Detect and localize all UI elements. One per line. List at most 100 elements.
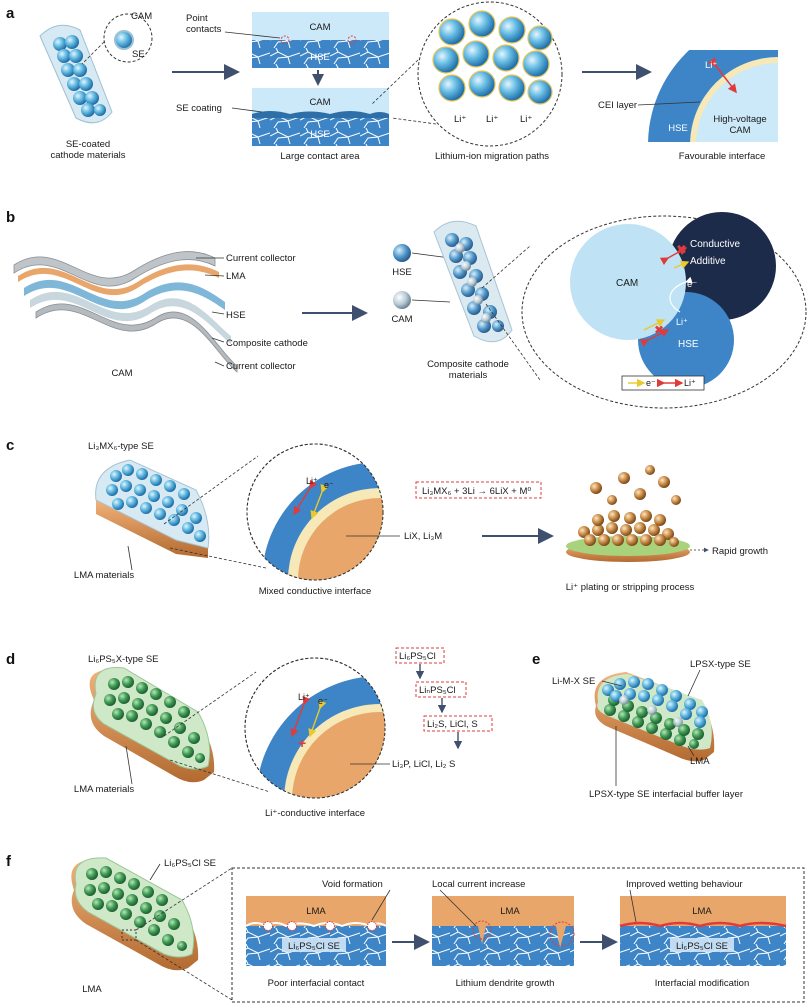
caption-d-interface: Li⁺-conductive interface (265, 808, 365, 819)
label-li-interface: Li⁺ (705, 60, 717, 71)
label-current-collector-top: Current collector (226, 253, 296, 264)
label-c-reaction: Li₃MX₆ + 3Li → 6LiX + M⁰ (422, 486, 531, 497)
caption-large-contact: Large contact area (280, 151, 360, 162)
reaction-box (415, 481, 542, 499)
legend-electron: e⁻ (646, 378, 656, 388)
label-f-se: Li₆PS₅Cl SE (164, 858, 216, 869)
chain-box-3 (423, 715, 493, 732)
migration-zoom (417, 1, 563, 147)
label-f-lma3: LMA (692, 906, 712, 917)
label-hse-bottom: HSE (310, 129, 330, 140)
lma-block-1 (246, 896, 386, 926)
caption-composite-1: Composite cathode (427, 359, 509, 370)
coated-particle (114, 30, 134, 50)
label-se: SE (132, 49, 145, 60)
lma-disk-f (71, 857, 199, 971)
label-d-lma-materials: LMA materials (74, 784, 134, 795)
mixed-interface-graphic (262, 462, 383, 580)
caption-f-poor: Poor interfacial contact (268, 978, 365, 989)
panel-b-label: b (6, 209, 15, 226)
label-f-lma2: LMA (500, 906, 520, 917)
caption-composite-2: materials (449, 370, 488, 381)
label-additive: Additive (690, 256, 726, 267)
label-chain-1: Li₆PS₅Cl (399, 651, 436, 662)
zoom-circle (103, 13, 153, 63)
label-hse: HSE (226, 310, 246, 321)
label-d-products: Li₃P, LiCl, Li₂ S (392, 759, 455, 770)
label-f-lma: LMA (82, 984, 102, 995)
label-d-se-type: Li₆PS₅X-type SE (88, 654, 159, 665)
label-conductive: Conductive (690, 239, 740, 250)
panel-d-label: d (6, 651, 15, 668)
label-hse-circle: HSE (678, 339, 699, 350)
cam-ball-icon (393, 291, 411, 309)
label-cam-top: CAM (309, 22, 330, 33)
panel-f: f Li₆PS₅Cl SE LMA LMA Li₆PS₅Cl SE Void f… (6, 853, 805, 1003)
panel-f-zoom-frame (231, 867, 805, 1003)
label-hse-ball: HSE (392, 267, 412, 278)
label-cam-circle: CAM (616, 278, 638, 289)
chain-box-1 (395, 647, 445, 664)
label-li-1: Li⁺ (454, 114, 466, 125)
label-e-limx: Li-M-X SE (552, 676, 595, 687)
label-cam: CAM (131, 11, 152, 22)
sse-block-2 (432, 926, 574, 966)
label-li-small: Li⁺ (676, 317, 688, 327)
caption-favourable: Favourable interface (679, 151, 766, 162)
label-li-3: Li⁺ (520, 114, 532, 125)
panel-c: c Li₃MX₆-type SE LMA materials Li⁺ e⁻ Li… (6, 437, 768, 597)
panel-f-label: f (6, 853, 12, 870)
label-c-li: Li⁺ (306, 476, 318, 486)
label-point-contacts-1: Point (186, 13, 208, 24)
label-e-lpsx: LPSX-type SE (690, 659, 751, 670)
label-d-li: Li⁺ (298, 692, 310, 702)
panel-c-label: c (6, 437, 14, 454)
hse-layer-top (252, 40, 389, 68)
svg-text:✖: ✖ (676, 242, 687, 257)
label-cam-ball: CAM (391, 314, 412, 325)
panel-a-label: a (6, 5, 15, 22)
label-hse-top: HSE (310, 52, 330, 63)
caption-f-modification: Interfacial modification (655, 978, 750, 989)
dendrite-disk (566, 465, 690, 562)
caption-e-buffer: LPSX-type SE interfacial buffer layer (589, 789, 743, 800)
migration-particles (432, 10, 553, 105)
label-c-products: LiX, Li₃M (404, 531, 442, 542)
favourable-interface-graphic (648, 50, 778, 142)
label-cei-layer: CEI layer (598, 100, 637, 111)
label-current-collector-bottom: Current collector (226, 361, 296, 372)
label-li-2: Li⁺ (486, 114, 498, 125)
lma-disk-d (89, 667, 215, 783)
label-lma: LMA (226, 271, 246, 282)
label-hv-cam-1: High-voltage (713, 114, 766, 125)
panel-e-label: e (532, 651, 540, 668)
caption-f-dendrite: Lithium dendrite growth (456, 978, 555, 989)
label-cam-bottom: CAM (309, 97, 330, 108)
label-chain-3: Li₂S, LiCl, S (427, 719, 478, 730)
panel-b: b Current collector LMA HSE Composite ca… (6, 209, 807, 409)
caption-migration: Lithium-ion migration paths (435, 151, 549, 162)
label-c-rapid-growth: Rapid growth (712, 546, 768, 557)
svg-text:✖: ✖ (654, 323, 664, 337)
hse-ball-icon (393, 244, 411, 262)
hse-layer-bottom (252, 118, 389, 146)
label-composite-cathode: Composite cathode (226, 338, 308, 349)
lma-block-2 (432, 896, 574, 926)
label-e-lma: LMA (690, 756, 710, 767)
label-c-e: e⁻ (324, 480, 334, 490)
cam-circle (570, 224, 686, 340)
label-d-e: e⁻ (318, 696, 328, 706)
label-c-lma-materials: LMA materials (74, 570, 134, 581)
caption-plating: Li⁺ plating or stripping process (566, 582, 695, 593)
chain-box-2 (415, 681, 467, 698)
label-chain-2: LiₙPS₅Cl (419, 685, 456, 696)
lma-disk-c (95, 459, 210, 558)
label-f-wetting: Improved wetting behaviour (626, 879, 743, 890)
composite-cathode-cylinder (433, 220, 513, 343)
li-conductive-interface-graphic (256, 676, 385, 798)
label-f-local-current: Local current increase (432, 879, 525, 890)
label-se-coating: SE coating (176, 103, 222, 114)
svg-text:+: + (298, 735, 306, 751)
panel-d: d Li₆PS₅X-type SE LMA materials + Li⁺ e⁻ (6, 647, 493, 819)
